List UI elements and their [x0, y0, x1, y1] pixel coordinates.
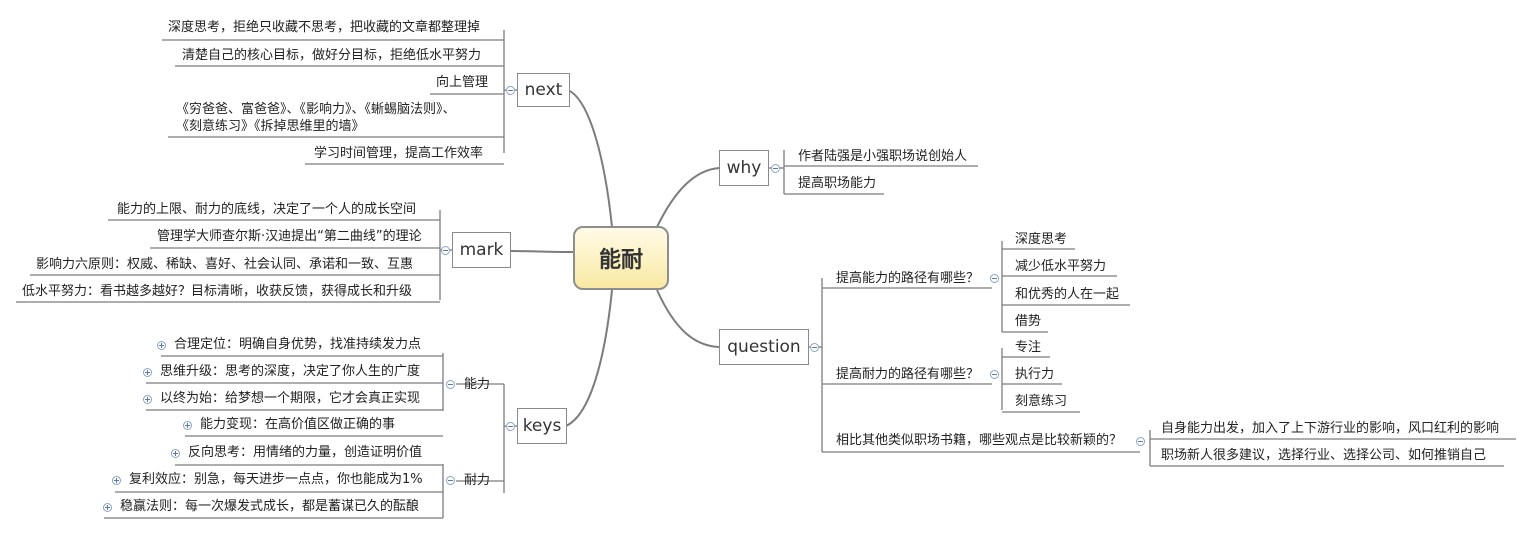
- collapse-toggle-icon[interactable]: [446, 476, 455, 485]
- question-leaf[interactable]: 减少低水平努力: [1015, 259, 1107, 274]
- expand-icon[interactable]: [112, 476, 121, 485]
- keys-item[interactable]: 稳赢法则：每一次爆发式成长，都是蓄谋已久的酝酿: [120, 499, 420, 514]
- keys-item[interactable]: 复利效应：别急，每天进步一点点，你也能成为1%: [129, 472, 423, 487]
- collapse-toggle-icon[interactable]: [446, 380, 455, 389]
- question-leaf[interactable]: 和优秀的人在一起: [1015, 287, 1120, 302]
- collapse-toggle-icon[interactable]: [990, 370, 999, 379]
- mark-item[interactable]: 低水平努力：看书越多越好？目标清晰，收获反馈，获得成长和升级: [22, 284, 413, 299]
- collapse-toggle-icon[interactable]: [506, 86, 515, 95]
- branch-next[interactable]: next: [517, 73, 570, 107]
- next-item[interactable]: 清楚自己的核心目标，做好分目标，拒绝低水平努力: [182, 48, 482, 63]
- keys-group-endurance[interactable]: 耐力: [464, 473, 491, 488]
- collapse-toggle-icon[interactable]: [506, 422, 515, 431]
- mark-item[interactable]: 管理学大师查尔斯·汉迪提出“第二曲线”的理论: [157, 229, 422, 244]
- collapse-toggle-icon[interactable]: [771, 164, 780, 173]
- central-topic[interactable]: 能耐: [573, 226, 669, 290]
- collapse-toggle-icon[interactable]: [990, 274, 999, 283]
- question-leaf[interactable]: 深度思考: [1015, 232, 1068, 247]
- question-leaf[interactable]: 专注: [1015, 340, 1042, 355]
- collapse-toggle-icon[interactable]: [1136, 437, 1145, 446]
- question-leaf[interactable]: 刻意练习: [1015, 394, 1068, 409]
- branch-why[interactable]: why: [719, 150, 769, 186]
- next-item[interactable]: 《穷爸爸、富爸爸》、《影响力》、《蜥蜴脑法则》、: [176, 102, 456, 117]
- mark-item[interactable]: 影响力六原则：权威、稀缺、喜好、社会认同、承诺和一致、互惠: [36, 257, 414, 272]
- question-leaf[interactable]: 职场新人很多建议，选择行业、选择公司、如何推销自己: [1161, 448, 1487, 463]
- keys-item[interactable]: 以终为始：给梦想一个期限，它才会真正实现: [160, 391, 421, 406]
- branch-question[interactable]: question: [719, 329, 809, 365]
- question-sub[interactable]: 提高耐力的路径有哪些？: [836, 367, 980, 382]
- expand-icon[interactable]: [157, 341, 166, 350]
- keys-item[interactable]: 能力变现：在高价值区做正确的事: [200, 417, 396, 432]
- next-item[interactable]: 学习时间管理，提高工作效率: [314, 146, 484, 161]
- question-sub[interactable]: 相比其他类似职场书籍，哪些观点是比较新颖的？: [836, 433, 1123, 448]
- expand-icon[interactable]: [171, 449, 180, 458]
- next-item-continued: 《刻意练习》《拆掉思维里的墙》: [176, 119, 365, 134]
- keys-group-ability[interactable]: 能力: [464, 377, 491, 392]
- mark-item[interactable]: 能力的上限、耐力的底线，决定了一个人的成长空间: [117, 202, 417, 217]
- question-leaf[interactable]: 自身能力出发，加入了上下游行业的影响，风口红利的影响: [1161, 421, 1500, 436]
- expand-icon[interactable]: [103, 503, 112, 512]
- expand-icon[interactable]: [143, 368, 152, 377]
- branch-mark[interactable]: mark: [452, 232, 511, 268]
- question-leaf[interactable]: 执行力: [1015, 367, 1055, 382]
- why-item[interactable]: 提高职场能力: [798, 176, 877, 191]
- branch-keys[interactable]: keys: [517, 408, 567, 444]
- keys-item[interactable]: 合理定位：明确自身优势，找准持续发力点: [174, 337, 422, 352]
- question-sub[interactable]: 提高能力的路径有哪些？: [836, 271, 980, 286]
- keys-item[interactable]: 反向思考：用情绪的力量，创造证明价值: [188, 445, 423, 460]
- keys-item[interactable]: 思维升级：思考的深度，决定了你人生的广度: [160, 364, 421, 379]
- collapse-toggle-icon[interactable]: [441, 246, 450, 255]
- next-item[interactable]: 向上管理: [436, 75, 489, 90]
- collapse-toggle-icon[interactable]: [810, 343, 819, 352]
- question-leaf[interactable]: 借势: [1015, 314, 1042, 329]
- why-item[interactable]: 作者陆强是小强职场说创始人: [798, 149, 968, 164]
- expand-icon[interactable]: [143, 395, 152, 404]
- next-item[interactable]: 深度思考，拒绝只收藏不思考，把收藏的文章都整理掉: [168, 20, 481, 35]
- expand-icon[interactable]: [183, 421, 192, 430]
